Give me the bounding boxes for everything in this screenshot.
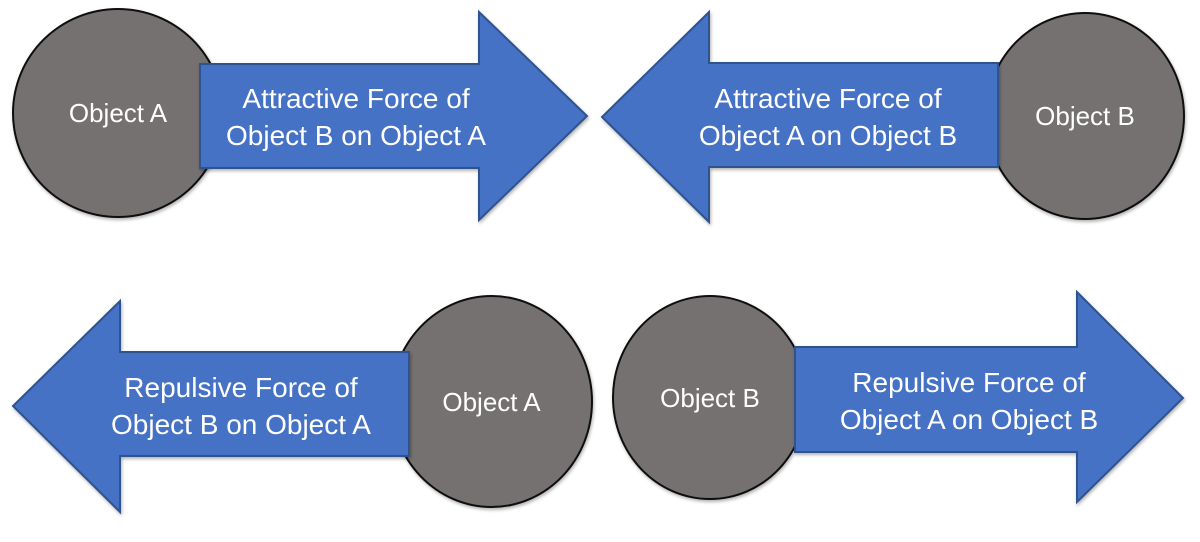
object-a-circle-attractive: Object A bbox=[12, 8, 224, 218]
object-a-circle-repulsive: Object A bbox=[390, 295, 593, 508]
object-b-label: Object B bbox=[1035, 101, 1135, 131]
left-arrow-icon bbox=[600, 9, 999, 225]
object-b-label: Object B bbox=[660, 382, 760, 413]
right-arrow-icon bbox=[199, 9, 589, 223]
right-arrow-icon bbox=[794, 289, 1185, 505]
left-arrow-icon bbox=[11, 298, 410, 515]
object-b-circle-attractive: Object B bbox=[985, 12, 1185, 220]
object-a-label: Object A bbox=[442, 386, 541, 417]
object-a-label: Object A bbox=[68, 98, 168, 128]
object-b-circle-repulsive: Object B bbox=[612, 295, 808, 500]
